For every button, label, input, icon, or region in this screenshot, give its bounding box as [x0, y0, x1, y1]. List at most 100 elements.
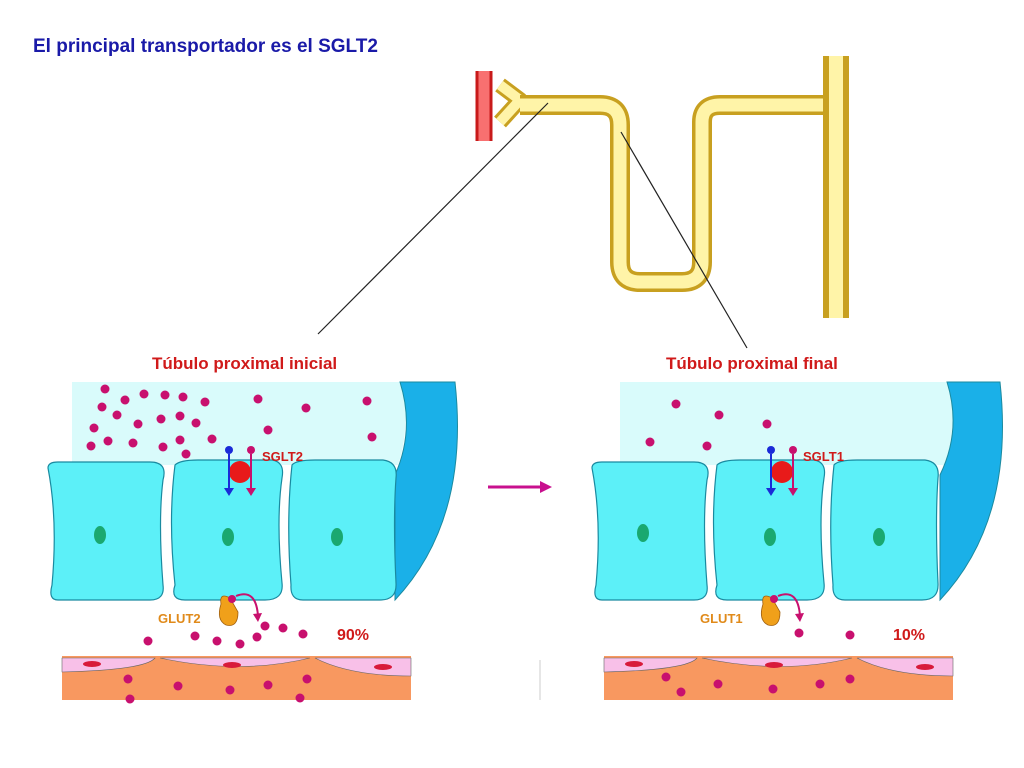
rbc	[374, 664, 392, 670]
glucose-molecule	[120, 395, 130, 405]
glucose-molecule	[770, 595, 778, 603]
glucose-molecule	[103, 436, 113, 446]
rbc	[765, 662, 783, 668]
glucose-molecule	[762, 419, 772, 429]
glucose-molecule	[794, 628, 804, 638]
proximal-tubule	[520, 98, 836, 289]
glucose-molecule	[302, 674, 312, 684]
glucose-molecule	[112, 410, 122, 420]
glucose-molecules	[86, 384, 377, 704]
glucose-molecule	[789, 446, 797, 454]
collecting-duct-lumen	[829, 56, 843, 318]
transition-arrowhead	[540, 481, 552, 493]
pointer-line-final	[620, 131, 748, 349]
glucose-molecule	[845, 674, 855, 684]
endothelial-cell	[856, 657, 954, 677]
panel-title-initial: Túbulo proximal inicial	[152, 354, 337, 373]
glucose-molecule	[768, 684, 778, 694]
glucose-molecule	[367, 432, 377, 442]
glucose-molecule	[125, 694, 135, 704]
glucose-molecule	[139, 389, 149, 399]
glomerulus-capillary	[476, 71, 492, 141]
epithelial-cell	[830, 459, 939, 601]
glucose-molecule	[298, 629, 308, 639]
endothelial-cell	[603, 657, 698, 673]
glucose-arrowhead	[246, 488, 256, 496]
glucose-molecule	[661, 672, 671, 682]
glucose-molecule	[263, 680, 273, 690]
panel-title-final: Túbulo proximal final	[666, 354, 838, 373]
glucose-molecule	[207, 434, 217, 444]
transition-arrow	[488, 481, 552, 493]
glucose-molecule	[100, 384, 110, 394]
glucose-arrowhead	[788, 488, 798, 496]
apical-transporter-label: SGLT1	[803, 449, 844, 464]
epithelial-cell	[591, 461, 709, 601]
glucose-efflux-arrowhead	[253, 613, 262, 622]
sglt1-transporter	[771, 461, 793, 483]
glucose-molecule	[86, 441, 96, 451]
pointer-line-initial	[317, 102, 549, 335]
glucose-molecule	[225, 685, 235, 695]
tubular-lumen	[72, 382, 406, 465]
nucleus	[637, 524, 649, 542]
basolateral-transporter-label: GLUT2	[158, 611, 201, 626]
sodium-arrowhead	[766, 488, 776, 496]
tubule-wall	[394, 381, 458, 602]
rbc	[83, 661, 101, 667]
glucose-molecule	[815, 679, 825, 689]
glucose-molecule	[235, 639, 245, 649]
nephron-schematic	[317, 56, 849, 349]
glut2-transporter	[218, 595, 239, 626]
glucose-molecule	[156, 414, 166, 424]
glucose-molecules	[645, 399, 855, 697]
basolateral-transporter-label: GLUT1	[700, 611, 743, 626]
sglt2-transporter	[229, 461, 251, 483]
glucose-molecule	[173, 681, 183, 691]
glucose-molecule	[676, 687, 686, 697]
glut1-transporter	[760, 595, 781, 626]
glucose-molecule	[228, 595, 236, 603]
glucose-molecule	[175, 435, 185, 445]
apical-transporter-label: SGLT2	[262, 449, 303, 464]
glucose-molecule	[123, 674, 133, 684]
glucose-molecule	[278, 623, 288, 633]
rbc	[625, 661, 643, 667]
glucose-molecule	[713, 679, 723, 689]
tubular-lumen	[620, 382, 953, 465]
glucose-molecule	[253, 394, 263, 404]
glucose-molecule	[158, 442, 168, 452]
epithelial-cell	[288, 459, 397, 601]
endothelial-cell	[61, 657, 156, 673]
tubule-outline	[520, 95, 836, 292]
glucose-molecule	[645, 437, 655, 447]
rbc	[223, 662, 241, 668]
glucose-molecule	[178, 392, 188, 402]
glucose-molecule	[128, 438, 138, 448]
glucose-molecule	[143, 636, 153, 646]
glucose-efflux-arrowhead	[795, 613, 804, 622]
sodium-arrowhead	[224, 488, 234, 496]
glucose-molecule	[200, 397, 210, 407]
glucose-molecule	[301, 403, 311, 413]
sodium-ion	[767, 446, 775, 454]
glucose-molecule	[133, 419, 143, 429]
glucose-molecule	[247, 446, 255, 454]
glucose-molecule	[671, 399, 681, 409]
reabsorption-percentage: 10%	[893, 627, 925, 644]
glucose-molecule	[295, 693, 305, 703]
glucose-efflux-arrow	[777, 593, 801, 617]
slide-title: El principal transportador es el SGLT2	[33, 36, 378, 57]
nucleus	[222, 528, 234, 546]
panel-final: Túbulo proximal final SGLT1	[591, 354, 1003, 700]
endothelial-cell	[314, 657, 412, 677]
reabsorption-percentage: 90%	[337, 627, 369, 644]
glucose-molecule	[89, 423, 99, 433]
glucose-molecule	[263, 425, 273, 435]
glucose-molecule	[845, 630, 855, 640]
glucose-molecule	[260, 621, 270, 631]
glucose-molecule	[190, 631, 200, 641]
sodium-ion	[225, 446, 233, 454]
